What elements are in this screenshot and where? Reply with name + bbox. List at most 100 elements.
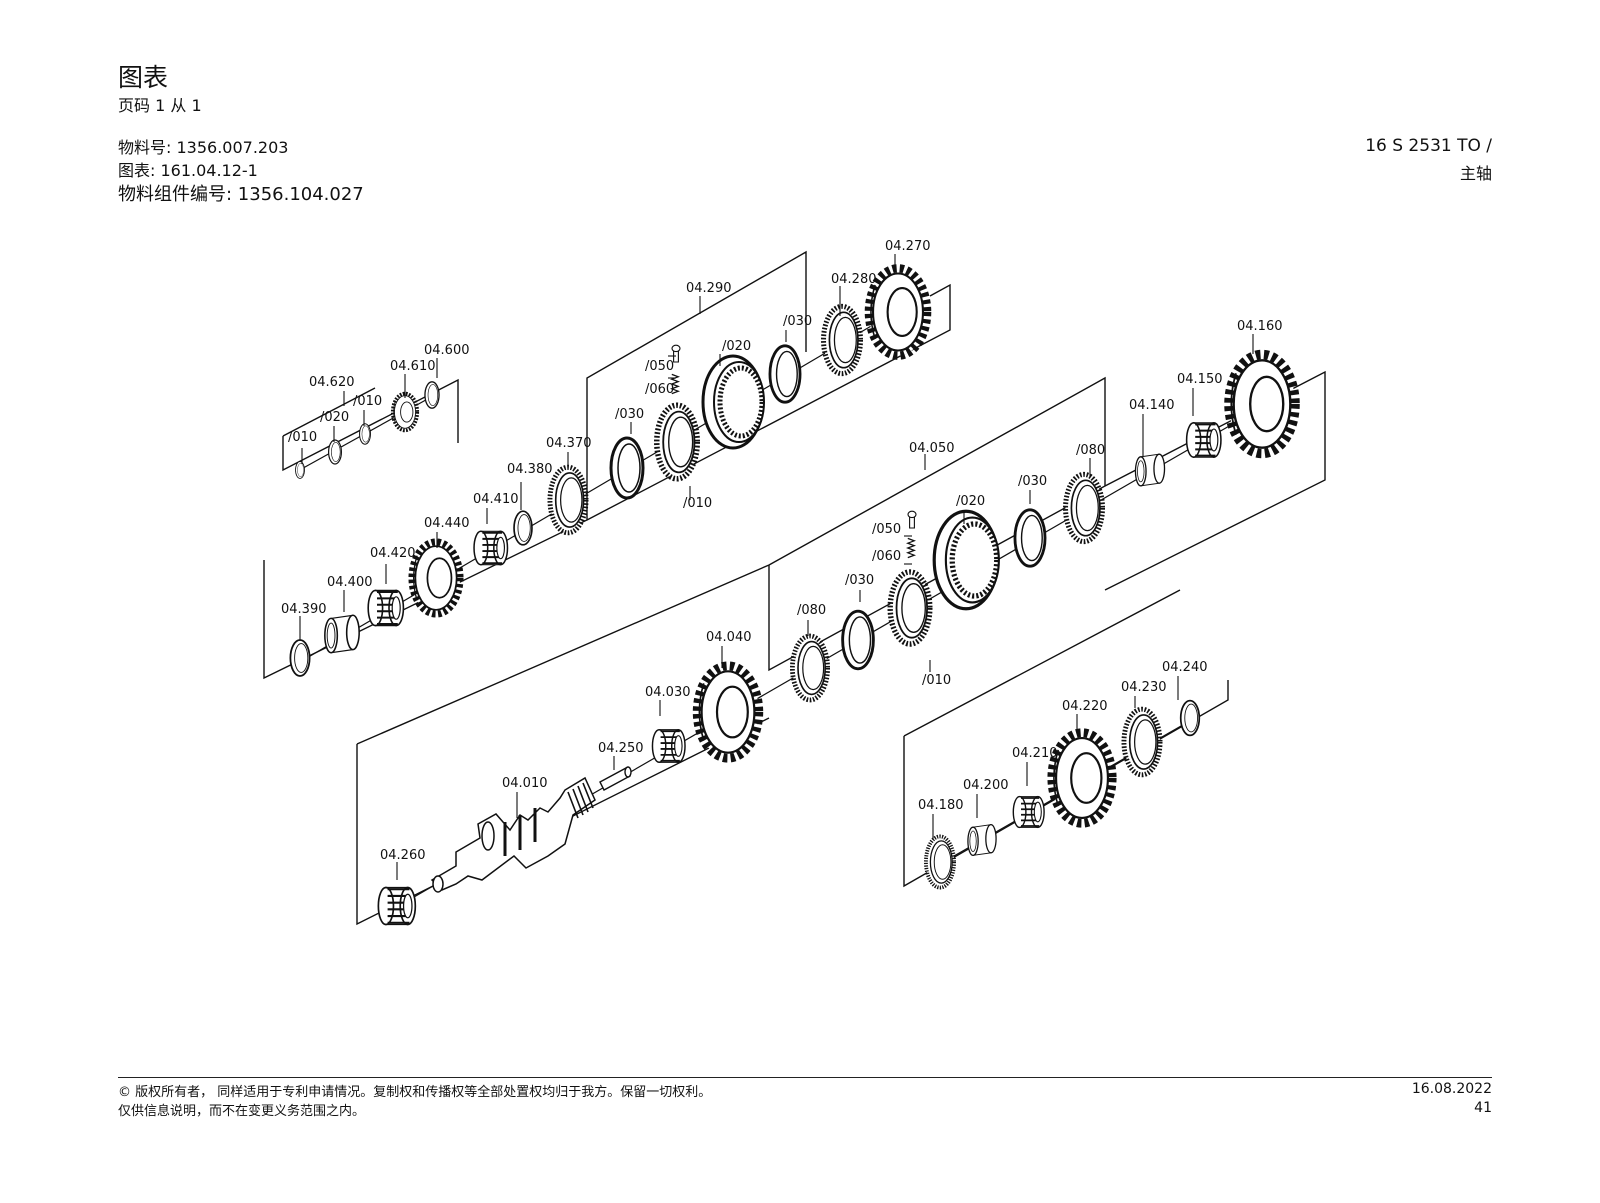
assembly-subtitle: 主轴 — [1459, 164, 1492, 183]
label-04-620: 04.620 — [309, 375, 355, 390]
bracket-04-290 — [263, 250, 807, 680]
pin-04-250 — [599, 766, 632, 791]
gear-04-270 — [869, 268, 927, 355]
bracket-04-620 — [282, 378, 459, 472]
bearing-04-210 — [1012, 795, 1045, 829]
diagram-number: 图表: 161.04.12-1 — [118, 161, 258, 180]
ring-04-050-030b — [1013, 508, 1047, 568]
model-designation: 16 S 2531 TO / — [1365, 136, 1492, 156]
washer-04-620-010 — [359, 423, 371, 445]
label-04-010: 04.010 — [502, 776, 548, 791]
synchro-04-050-080b — [1066, 474, 1103, 541]
synchro-04-280 — [824, 306, 861, 373]
label-04-620-020: /020 — [320, 410, 349, 425]
bush-04-200 — [967, 824, 997, 856]
circlip-04-240 — [1179, 699, 1201, 737]
label-04-240: 04.240 — [1162, 660, 1208, 675]
bearing-04-150 — [1185, 421, 1222, 459]
label-04-420: 04.420 — [370, 546, 416, 561]
mainshaft-04-010 — [430, 776, 596, 893]
label-04-200: 04.200 — [963, 778, 1009, 793]
bearing-04-230 — [1124, 709, 1160, 775]
pin-04-050-050 — [907, 510, 917, 529]
circlip-04-390 — [289, 639, 311, 677]
label-04-620-010a: /010 — [288, 430, 317, 445]
label-04-160: 04.160 — [1237, 319, 1283, 334]
bearing-04-030 — [651, 728, 686, 764]
material-number: 物料号: 1356.007.203 — [118, 138, 289, 157]
ring-04-180 — [923, 834, 957, 890]
part-labels: 04.620 04.610 04.600 /010 /020 /010 04.2… — [281, 239, 1283, 863]
footer-page-number: 41 — [1474, 1100, 1492, 1116]
hub-04-050-010 — [890, 572, 930, 644]
label-04-050-080a: /080 — [797, 603, 826, 618]
ring-04-290-030b — [609, 436, 645, 500]
label-04-030: 04.030 — [645, 685, 691, 700]
label-04-290-060: /060 — [645, 382, 674, 397]
label-04-220: 04.220 — [1062, 699, 1108, 714]
spring-04-050-060 — [907, 537, 915, 559]
bearing-04-420 — [367, 589, 405, 627]
label-04-290-030b: /030 — [615, 407, 644, 422]
label-04-620-010b: /010 — [353, 394, 382, 409]
label-04-250: 04.250 — [598, 741, 644, 756]
label-04-440: 04.440 — [424, 516, 470, 531]
gear-04-220 — [1052, 733, 1112, 824]
label-04-600: 04.600 — [424, 343, 470, 358]
footer-divider — [118, 1077, 1492, 1078]
gear-04-610 — [390, 391, 420, 433]
washer-04-620-020 — [328, 439, 342, 465]
label-04-270: 04.270 — [885, 239, 931, 254]
bracket-04-010 — [356, 564, 770, 926]
gear-04-440 — [412, 542, 460, 614]
washer-04-600 — [424, 381, 440, 409]
label-04-290-050: /050 — [645, 359, 674, 374]
ring-04-290-030a — [768, 344, 802, 404]
circlip-04-620-010 — [295, 461, 305, 479]
label-04-210: 04.210 — [1012, 746, 1058, 761]
label-04-180: 04.180 — [918, 798, 964, 813]
label-04-370: 04.370 — [546, 436, 592, 451]
sleeve-04-400 — [324, 614, 360, 654]
gear-04-040 — [697, 666, 759, 758]
label-04-290-030a: /030 — [783, 314, 812, 329]
label-04-050-030b: /030 — [1018, 474, 1047, 489]
slider-04-050-020 — [934, 511, 999, 609]
label-04-380: 04.380 — [507, 462, 553, 477]
bearing-04-260 — [377, 886, 417, 926]
label-04-150: 04.150 — [1177, 372, 1223, 387]
label-04-230: 04.230 — [1121, 680, 1167, 695]
label-04-280: 04.280 — [831, 272, 877, 287]
synchro-04-050-080a — [792, 636, 827, 700]
slider-04-290-020 — [703, 356, 764, 448]
label-04-050-060: /060 — [872, 549, 901, 564]
bracket-04-280-end — [586, 283, 951, 521]
page-title: 图表 — [118, 63, 169, 92]
footer-copyright: © 版权所有者， 同样适用于专利申请情况。复制权和传播权等全部处置权均归于我方。… — [118, 1085, 712, 1100]
label-04-050-050: /050 — [872, 522, 901, 537]
synchro-04-370 — [550, 467, 586, 533]
label-04-290-020: /020 — [722, 339, 751, 354]
label-04-290: 04.290 — [686, 281, 732, 296]
label-04-400: 04.400 — [327, 575, 373, 590]
bracket-04-050 — [768, 376, 1106, 672]
label-04-050-080b: /080 — [1076, 443, 1105, 458]
label-04-610: 04.610 — [390, 359, 436, 374]
label-04-050-020: /020 — [956, 494, 985, 509]
label-04-050: 04.050 — [909, 441, 955, 456]
label-04-050-010: /010 — [922, 673, 951, 688]
label-04-390: 04.390 — [281, 602, 327, 617]
leader-lines — [299, 254, 1254, 880]
label-04-410: 04.410 — [473, 492, 519, 507]
label-04-260: 04.260 — [380, 848, 426, 863]
ring-04-380 — [513, 510, 533, 546]
bearing-04-410 — [473, 530, 509, 566]
gear-04-160 — [1229, 354, 1295, 453]
label-04-050-030a: /030 — [845, 573, 874, 588]
label-04-040: 04.040 — [706, 630, 752, 645]
bush-04-140 — [1134, 453, 1166, 487]
page-info: 页码 1 从 1 — [118, 96, 202, 115]
hub-04-290-010 — [657, 405, 697, 479]
footer-date: 16.08.2022 — [1411, 1081, 1492, 1097]
